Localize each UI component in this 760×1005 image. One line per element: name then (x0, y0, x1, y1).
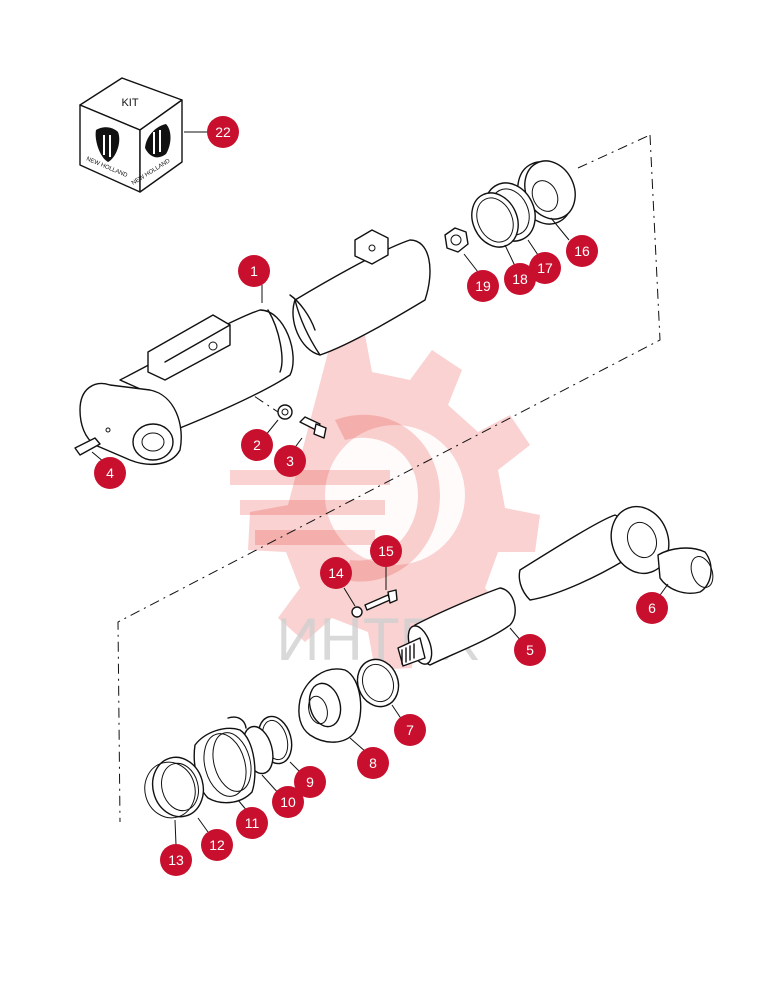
gland-8 (298, 668, 362, 743)
washer-2 (277, 404, 293, 420)
screw-15 (364, 589, 398, 611)
callout-label: 9 (306, 774, 314, 790)
callout-4[interactable]: 4 (94, 457, 126, 489)
new-holland-logo-left (95, 127, 120, 162)
snap-ring-13 (144, 761, 196, 819)
wear-ring-18 (471, 192, 519, 248)
cylinder-barrel (79, 229, 431, 466)
callout-3[interactable]: 3 (274, 445, 306, 477)
callout-label: 12 (209, 837, 225, 853)
end-cap-parts (444, 160, 576, 253)
head-11 (193, 716, 256, 804)
piston-16 (517, 160, 576, 225)
callout-label: 17 (537, 260, 553, 276)
new-holland-logo-right (145, 124, 171, 158)
callout-label: 5 (526, 642, 534, 658)
rod-end-6 (518, 505, 714, 601)
callout-11[interactable]: 11 (236, 807, 268, 839)
callout-label: 2 (253, 437, 261, 453)
callout-14[interactable]: 14 (320, 557, 352, 589)
callout-15[interactable]: 15 (370, 535, 402, 567)
nut-19 (444, 227, 469, 253)
fitting-4 (74, 437, 101, 456)
washer-14 (351, 606, 363, 618)
kit-label: KIT (121, 97, 138, 109)
callout-label: 16 (574, 243, 590, 259)
kit-box: KIT NEW HOLLAND NEW HOLLAND (79, 77, 183, 193)
callout-label: 13 (168, 852, 184, 868)
callout-label: 4 (106, 465, 114, 481)
callout-label: 3 (286, 453, 294, 469)
callout-label: 8 (369, 755, 377, 771)
callout-label: 14 (328, 565, 344, 581)
callout-label: 22 (215, 124, 231, 140)
callout-17[interactable]: 17 (529, 252, 561, 284)
callout-label: 15 (378, 543, 394, 559)
callout-22[interactable]: 22 (207, 116, 239, 148)
rod-assembly (144, 505, 714, 819)
seal-12 (151, 756, 205, 818)
callout-2[interactable]: 2 (241, 429, 273, 461)
leader-lines (91, 131, 669, 846)
callout-label: 6 (648, 600, 656, 616)
callout-5[interactable]: 5 (514, 634, 546, 666)
callout-label: 19 (475, 278, 491, 294)
callout-9[interactable]: 9 (294, 766, 326, 798)
callout-label: 11 (245, 815, 260, 831)
hardware-top (74, 404, 327, 456)
callout-19[interactable]: 19 (467, 270, 499, 302)
callout-12[interactable]: 12 (201, 829, 233, 861)
callout-16[interactable]: 16 (566, 235, 598, 267)
callout-18[interactable]: 18 (504, 263, 536, 295)
callout-6[interactable]: 6 (636, 592, 668, 624)
assembly-centerline (117, 134, 661, 823)
callout-label: 10 (280, 794, 296, 810)
piston-rod-5 (397, 587, 516, 667)
callout-13[interactable]: 13 (160, 844, 192, 876)
callout-10[interactable]: 10 (272, 786, 304, 818)
callout-label: 7 (406, 722, 414, 738)
wiper-7 (356, 658, 400, 708)
callout-1[interactable]: 1 (238, 255, 270, 287)
callout-7[interactable]: 7 (394, 714, 426, 746)
callout-label: 18 (512, 271, 528, 287)
callout-label: 1 (250, 263, 258, 279)
callout-8[interactable]: 8 (357, 747, 389, 779)
